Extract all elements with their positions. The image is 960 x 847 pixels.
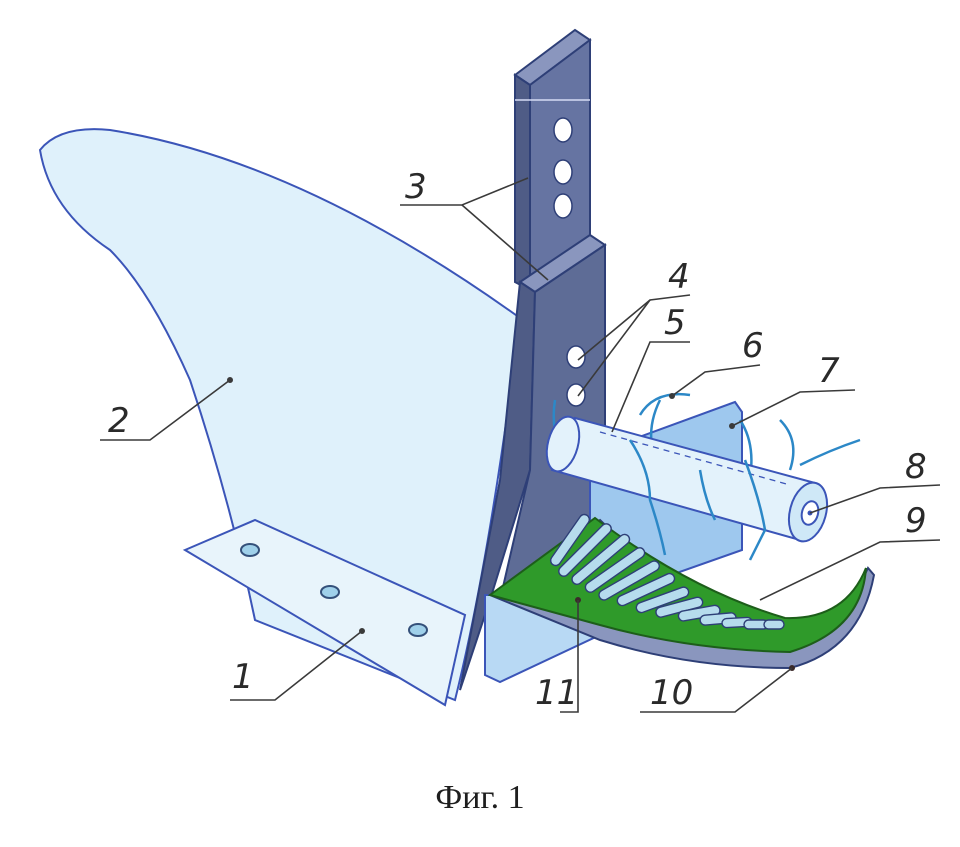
figure-caption: Фиг. 1 (435, 779, 524, 816)
bolt-icon (408, 623, 428, 637)
spring-wires-front (628, 392, 861, 561)
hole-icon (566, 345, 586, 369)
roller (545, 415, 829, 543)
label-11: 11 (535, 673, 578, 713)
label-9: 9 (905, 501, 927, 541)
bolt-icon (320, 585, 340, 599)
hole-icon (553, 117, 573, 143)
hole-icon (553, 159, 573, 185)
label-6: 6 (742, 326, 764, 366)
label-8: 8 (905, 447, 927, 487)
label-4: 4 (668, 257, 690, 297)
label-7: 7 (818, 351, 840, 391)
label-2: 2 (108, 401, 130, 441)
leader-lines (100, 177, 941, 713)
comb-assembly (487, 513, 876, 671)
bolt-icon (240, 543, 260, 557)
share-bolts (240, 543, 428, 637)
hole-icon (553, 193, 573, 219)
hole-icon (566, 383, 586, 407)
label-10: 10 (650, 673, 693, 713)
comb-slots (549, 513, 785, 630)
label-5: 5 (664, 303, 686, 343)
label-3: 3 (405, 167, 427, 207)
post-upper-holes (553, 117, 573, 219)
label-1: 1 (232, 657, 254, 697)
plowshare (182, 518, 467, 707)
post-lower-holes (566, 345, 586, 407)
